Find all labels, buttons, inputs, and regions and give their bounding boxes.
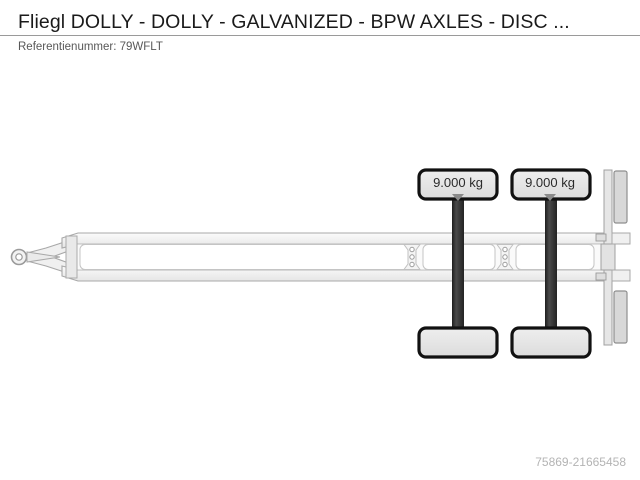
rear-rail-extension-lower <box>611 269 631 282</box>
triangle-down-icon <box>544 194 556 201</box>
axle-shaft-1 <box>452 171 464 345</box>
bolt-hole <box>502 246 508 253</box>
rear-upper-bracket <box>613 170 628 224</box>
rear-center-column <box>600 243 616 271</box>
reference-number-label: Referentienummer: 79WFLT <box>18 41 163 53</box>
drawbar-gusset <box>26 251 61 263</box>
axle-assembly-2 <box>510 168 592 359</box>
bolt-hole <box>409 261 415 268</box>
listing-header: Fliegl DOLLY - DOLLY - GALVANIZED - BPW … <box>0 0 640 58</box>
chassis-front-upright <box>65 235 78 279</box>
bolt-hole <box>502 254 508 260</box>
rear-stub-upper <box>595 233 607 242</box>
header-divider <box>0 35 640 36</box>
trailer-side-view-schematic <box>10 168 631 359</box>
axle-shaft-2 <box>545 171 557 345</box>
triangle-down-icon <box>452 194 464 201</box>
deck-panel-front <box>79 244 411 270</box>
axle-weight-label-1: 9.000 kg <box>433 175 483 190</box>
image-id-watermark: 75869-21665458 <box>535 455 626 469</box>
wheel-bottom-axle-2 <box>510 326 592 359</box>
rear-stub-lower <box>595 272 607 281</box>
rear-lower-bracket <box>613 290 628 344</box>
rear-rail-extension-upper <box>611 232 631 245</box>
trailer-diagram: 9.000 kg 9.000 kg <box>0 58 640 458</box>
bolt-hole <box>409 246 415 253</box>
rear-frame-assembly <box>595 169 631 346</box>
bolt-hole <box>502 261 508 268</box>
wheel-bottom-axle-1 <box>417 326 499 359</box>
chassis-frame <box>61 232 613 282</box>
tow-eye-hole <box>15 253 23 261</box>
bolt-hole <box>409 254 415 260</box>
page-title: Fliegl DOLLY - DOLLY - GALVANIZED - BPW … <box>18 11 570 33</box>
axle-weight-label-2: 9.000 kg <box>525 175 575 190</box>
